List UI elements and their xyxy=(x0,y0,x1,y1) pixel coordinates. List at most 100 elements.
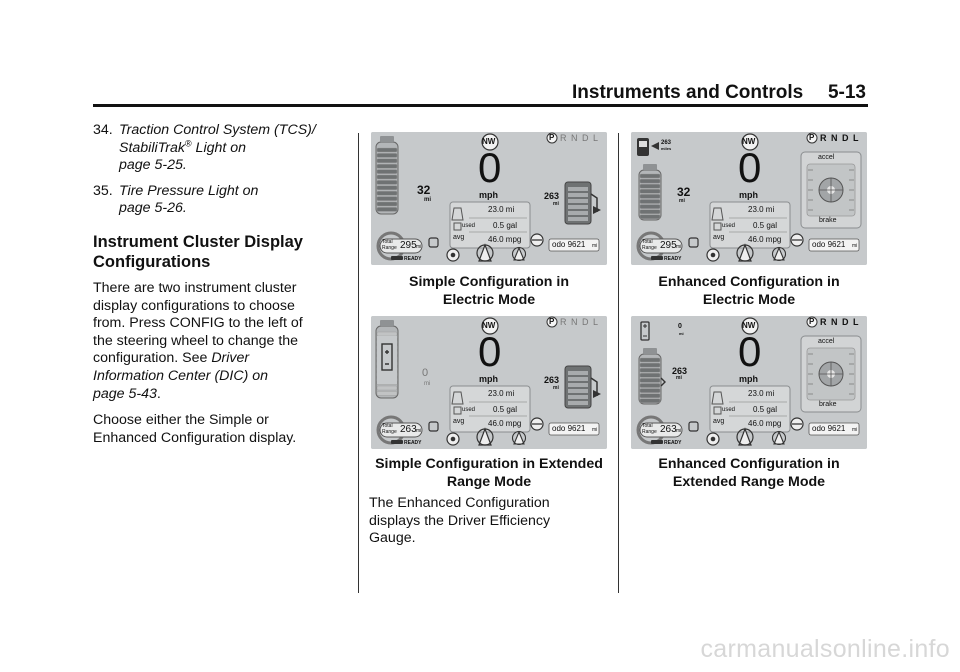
list-text[interactable]: Traction Control System (TCS)/ xyxy=(119,122,316,138)
brake-label: brake xyxy=(819,217,837,224)
figure-caption: Enhanced Configuration in Electric Mode xyxy=(629,274,869,309)
total-range-label: Total Range xyxy=(642,423,657,435)
text-line: configuration. See xyxy=(93,350,212,367)
text-line: display configurations to choose xyxy=(93,297,295,314)
avg-label: avg xyxy=(713,234,725,241)
odometer-unit: mi xyxy=(592,243,598,249)
text-line: displays the Driver Efficiency xyxy=(369,512,551,529)
text-line: . xyxy=(156,385,161,402)
trip-distance: 23.0 mi xyxy=(488,205,515,214)
electric-range-unit: mi xyxy=(424,197,432,203)
gear-selector: R N D L xyxy=(820,317,860,327)
electric-range: 32 xyxy=(417,183,431,197)
caption-line: Enhanced Configuration in xyxy=(658,456,840,472)
total-range-value: 295 xyxy=(660,240,677,251)
avg-economy: 46.0 mpg xyxy=(748,235,782,244)
fuel-range: 263 xyxy=(672,366,688,376)
brake-label: brake xyxy=(819,401,837,408)
trip-distance: 23.0 mi xyxy=(748,205,775,214)
caption-line: Electric Mode xyxy=(702,291,796,308)
cross-reference[interactable]: Information Center (DIC) on xyxy=(93,367,269,384)
cross-reference[interactable]: page 5-43 xyxy=(93,385,157,402)
avg-label: avg xyxy=(453,418,465,425)
speed-readout: 0 xyxy=(478,144,502,191)
fuel-range-unit: mi xyxy=(553,201,559,207)
total-range-value: 263 xyxy=(660,424,677,435)
used-label: used xyxy=(722,223,736,229)
figure-caption: Simple Configuration in Electric Mode xyxy=(369,274,609,309)
fuel-range-unit: mi xyxy=(676,375,682,381)
electric-range: 32 xyxy=(677,185,691,199)
caption-line: Extended Range Mode xyxy=(672,473,826,490)
fuel-used: 0.5 gal xyxy=(753,405,778,414)
avg-economy: 46.0 mpg xyxy=(488,235,522,244)
accel-label: accel xyxy=(818,154,835,161)
compass-heading: NW xyxy=(482,321,496,330)
speed-readout: 0 xyxy=(478,328,502,375)
ready-indicator: READY xyxy=(664,256,682,262)
avg-economy: 46.0 mpg xyxy=(488,419,522,428)
compass-heading: NW xyxy=(742,137,756,146)
used-label: used xyxy=(462,223,476,229)
park-indicator: P xyxy=(809,133,815,142)
page-link[interactable]: page 5-26. xyxy=(119,200,187,217)
gear-selector: R N D L xyxy=(820,133,860,143)
cluster-graphics xyxy=(631,132,867,265)
page-number: 5-13 xyxy=(827,82,866,103)
total-range-unit: mi xyxy=(416,244,422,250)
caption-line: Simple Configuration in Extended xyxy=(375,456,603,472)
text-line: Gauge. xyxy=(369,530,416,547)
text-line: the steering wheel to change the xyxy=(93,332,299,349)
page-link[interactable]: page 5-25. xyxy=(119,157,187,174)
odometer: odo 9621 xyxy=(552,424,586,433)
compass-heading: NW xyxy=(482,137,496,146)
list-text[interactable]: StabiliTrak xyxy=(119,139,185,156)
list-number: 34. xyxy=(93,122,113,138)
park-indicator: P xyxy=(809,317,815,326)
speed-unit: mph xyxy=(739,190,758,200)
list-text[interactable]: Tire Pressure Light on xyxy=(119,182,259,199)
figure-caption: Simple Configuration in Extended Range M… xyxy=(369,456,609,491)
column-divider xyxy=(358,133,359,593)
text-line: There are two instrument cluster xyxy=(93,279,297,296)
ready-indicator: READY xyxy=(664,440,682,446)
list-number: 35. xyxy=(93,182,113,199)
column-middle-text: The Enhanced Configuration displays the … xyxy=(369,495,607,548)
park-indicator: P xyxy=(549,133,555,142)
column-left: 34. Traction Control System (TCS)/ Stabi… xyxy=(93,122,349,456)
electric-range-unit: mi xyxy=(679,198,685,204)
ready-indicator: READY xyxy=(404,440,422,446)
section-heading: Instrument Cluster Display Configuration… xyxy=(93,232,349,272)
list-text[interactable]: Light on xyxy=(191,139,247,156)
total-range-value: 295 xyxy=(400,240,417,251)
gear-selector: R N D L xyxy=(560,317,600,327)
text-line: Choose either the Simple or xyxy=(93,412,269,429)
heading-line: Instrument Cluster Display xyxy=(93,232,303,251)
cluster-graphics xyxy=(371,316,607,449)
trip-distance: 23.0 mi xyxy=(748,389,775,398)
speed-readout: 0 xyxy=(738,144,762,191)
heading-line: Configurations xyxy=(93,252,211,271)
odometer-unit: mi xyxy=(592,427,598,433)
column-divider xyxy=(618,133,619,593)
speed-unit: mph xyxy=(739,374,758,384)
cross-reference[interactable]: Driver xyxy=(211,350,250,367)
fuel-range-unit: miles xyxy=(661,146,672,151)
figure-caption: Enhanced Configuration in Extended Range… xyxy=(629,456,869,491)
registered-mark: ® xyxy=(184,137,192,148)
caption-line: Simple Configuration in xyxy=(409,274,569,290)
text-line: The Enhanced Configuration xyxy=(369,495,550,511)
paragraph: Choose either the Simple or Enhanced Con… xyxy=(93,412,349,447)
fuel-range: 263 xyxy=(544,375,560,385)
fuel-range: 263 xyxy=(661,140,672,146)
speed-unit: mph xyxy=(479,374,498,384)
avg-label: avg xyxy=(713,418,725,425)
section-title: Instruments and Controls xyxy=(572,82,804,103)
fuel-used: 0.5 gal xyxy=(493,221,518,230)
header-rule xyxy=(93,104,868,107)
speed-readout: 0 xyxy=(738,328,762,375)
speed-unit: mph xyxy=(479,190,498,200)
odometer-unit: mi xyxy=(852,427,858,433)
odometer: odo 9621 xyxy=(552,240,586,249)
